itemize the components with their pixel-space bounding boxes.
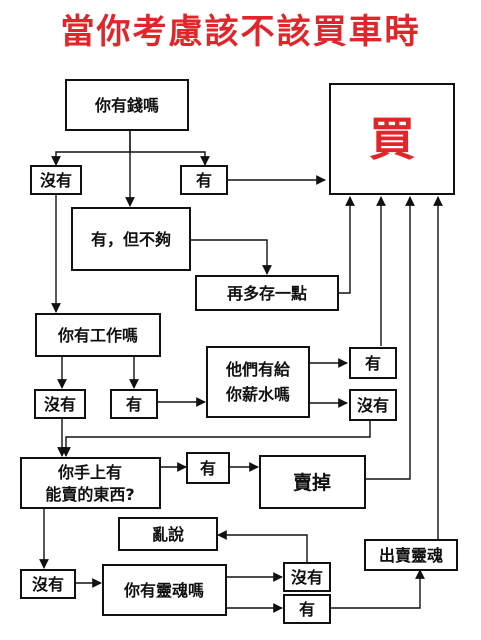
- edge-money-yes: [130, 151, 210, 166]
- node-yes-money-label: 有: [196, 171, 212, 190]
- edge-soulno-to-nonsense: [217, 530, 308, 562]
- node-save-more-label: 再多存一點: [227, 284, 307, 303]
- diagram-title: 當你考慮該不該買車時: [60, 12, 421, 52]
- node-have-job: 你有工作嗎: [35, 313, 161, 357]
- node-sellable-no: 沒有: [20, 569, 76, 599]
- node-paid-no-label: 沒有: [357, 396, 389, 415]
- node-do-they-pay: 他們有給 你薪水嗎: [206, 346, 310, 418]
- node-not-enough: 有，但不夠: [71, 207, 191, 271]
- node-have-soul-label: 你有靈魂嗎: [123, 581, 204, 600]
- node-yes-job-label: 有: [126, 395, 142, 414]
- node-have-soul: 你有靈魂嗎: [102, 564, 227, 616]
- node-no-job: 沒有: [34, 389, 86, 419]
- node-sellable-yes-label: 有: [200, 459, 216, 478]
- node-have-money-label: 你有錢嗎: [94, 96, 159, 115]
- node-sellable-yes: 有: [186, 452, 230, 484]
- node-paid-no: 沒有: [349, 389, 397, 421]
- node-no-money-label: 沒有: [40, 171, 72, 190]
- edge-notenough-to-save: [190, 239, 272, 275]
- edges: [39, 130, 443, 613]
- edge-soulyes-to-sellsoul: [330, 569, 425, 609]
- node-nonsense-label: 亂說: [152, 525, 184, 544]
- node-sell-soul: 出賣靈魂: [364, 539, 458, 571]
- edge-money-split: [51, 130, 131, 166]
- node-no-money: 沒有: [30, 165, 82, 195]
- node-soul-yes-label: 有: [299, 600, 315, 619]
- node-sell-it: 賣掉: [259, 455, 366, 509]
- node-paid-yes: 有: [349, 347, 397, 379]
- edge-paidno-to-sellable: [61, 420, 371, 457]
- node-sell-it-label: 賣掉: [293, 471, 331, 494]
- node-have-sellable: 你手上有 能賣的東西?: [20, 457, 161, 509]
- node-save-more: 再多存一點: [195, 275, 339, 311]
- node-have-job-label: 你有工作嗎: [57, 326, 138, 345]
- node-soul-yes: 有: [283, 594, 331, 624]
- node-soul-no-label: 沒有: [291, 568, 323, 587]
- node-nonsense: 亂說: [118, 517, 218, 551]
- node-not-enough-label: 有，但不夠: [91, 230, 171, 249]
- edge-sellit-to-buy: [365, 196, 415, 480]
- node-soul-no: 沒有: [283, 562, 331, 592]
- node-do-they-pay-line2: 你薪水嗎: [225, 385, 290, 404]
- node-do-they-pay-line1: 他們有給: [225, 360, 291, 379]
- node-sell-soul-label: 出賣靈魂: [379, 546, 443, 565]
- node-have-money: 你有錢嗎: [65, 79, 189, 131]
- node-yes-money: 有: [180, 165, 228, 195]
- node-have-sellable-line2: 能賣的東西?: [45, 485, 134, 504]
- node-buy: 買: [329, 83, 455, 195]
- node-yes-job: 有: [110, 389, 158, 419]
- edge-save-to-buy: [338, 196, 355, 294]
- node-have-sellable-line1: 你手上有: [57, 463, 122, 482]
- node-sellable-no-label: 沒有: [32, 575, 64, 594]
- node-paid-yes-label: 有: [365, 354, 381, 373]
- node-buy-label: 買: [369, 112, 415, 166]
- node-no-job-label: 沒有: [44, 395, 76, 414]
